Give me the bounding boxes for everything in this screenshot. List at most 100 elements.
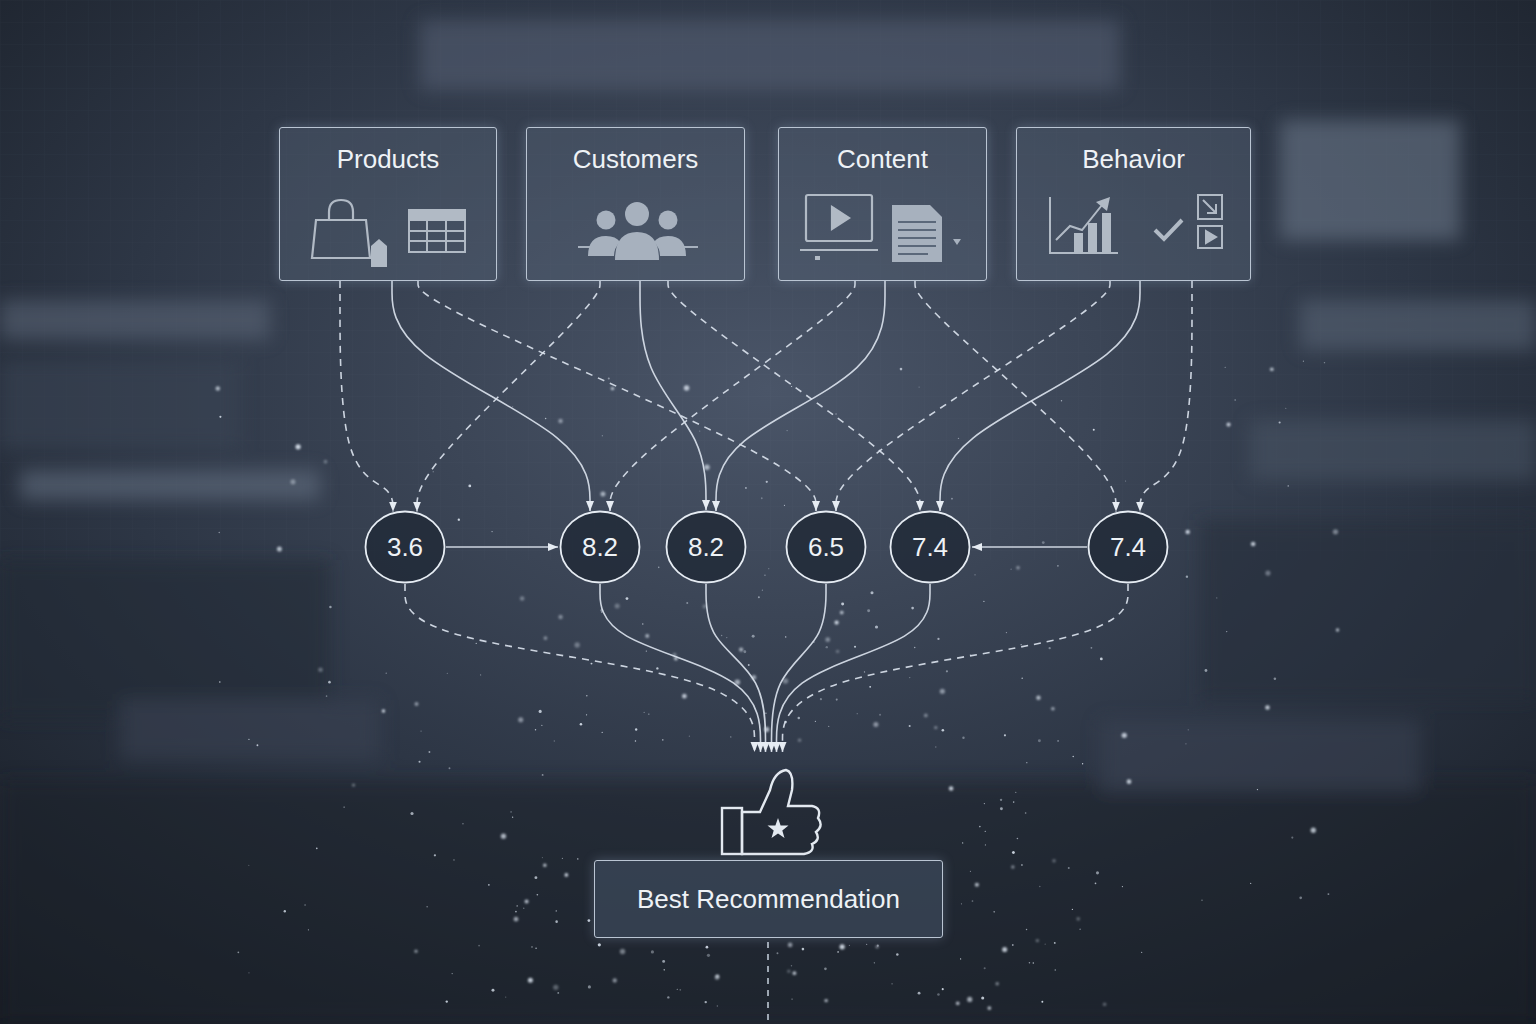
particle — [766, 481, 768, 483]
score-value: 7.4 — [912, 532, 948, 562]
particle — [918, 992, 921, 995]
particle — [956, 1002, 960, 1006]
particle — [414, 950, 417, 953]
category-box: Products — [279, 127, 497, 281]
flow-connector — [1140, 281, 1192, 512]
particle — [586, 714, 587, 715]
particle — [937, 993, 940, 996]
particle — [433, 471, 434, 472]
particle — [679, 989, 681, 991]
particle — [326, 695, 328, 697]
particle — [343, 806, 344, 807]
particle — [745, 487, 747, 489]
particle — [428, 751, 430, 753]
particle — [591, 663, 593, 665]
particle — [972, 900, 974, 902]
particle — [328, 681, 331, 684]
particle — [1185, 530, 1189, 534]
decor-rect — [0, 560, 330, 720]
particle — [505, 996, 506, 997]
particle — [914, 647, 916, 649]
particle — [478, 945, 480, 947]
particle — [1226, 422, 1230, 426]
particle — [219, 416, 221, 418]
particle — [1068, 867, 1070, 869]
particle — [410, 812, 413, 815]
particle — [1026, 762, 1027, 763]
particle — [870, 591, 873, 594]
particle — [949, 786, 954, 791]
particle — [875, 945, 878, 948]
particle — [797, 717, 800, 720]
particle — [553, 985, 558, 990]
particle — [1039, 886, 1041, 888]
particle — [515, 911, 517, 913]
score-value: 8.2 — [688, 532, 724, 562]
particle — [651, 950, 654, 953]
particle — [946, 670, 948, 672]
particle — [826, 646, 828, 648]
particle — [776, 952, 778, 954]
particle — [216, 386, 221, 391]
particle — [1072, 756, 1073, 757]
particle — [329, 606, 331, 608]
particle — [1000, 807, 1003, 810]
box-frame: Content — [778, 127, 987, 281]
particle — [1336, 628, 1339, 631]
particle — [1017, 838, 1019, 840]
particle — [1265, 570, 1270, 575]
particle — [707, 954, 710, 957]
particle — [934, 726, 937, 729]
box-frame: Customers — [526, 127, 745, 281]
category-box: Customers — [526, 127, 745, 281]
flow-connector — [777, 584, 931, 752]
particle — [900, 368, 903, 371]
particle — [663, 969, 665, 971]
particle — [248, 739, 249, 740]
particle — [1257, 789, 1258, 790]
particle — [658, 567, 660, 569]
particle — [824, 967, 827, 970]
particle — [975, 883, 979, 887]
flow-connector — [772, 584, 827, 752]
flow-connector — [340, 281, 393, 512]
flow-connector — [392, 281, 590, 511]
particle — [418, 761, 420, 763]
particle — [555, 920, 558, 923]
particle — [452, 973, 453, 974]
particle — [705, 1001, 707, 1003]
score-circle: 6.5 — [785, 510, 867, 584]
score-value: 3.6 — [387, 532, 423, 562]
particle — [726, 637, 727, 638]
particle — [791, 965, 792, 966]
particle — [958, 438, 959, 439]
circle-shape — [366, 512, 445, 583]
circle-shape — [787, 512, 866, 583]
particle — [613, 978, 617, 982]
particle — [645, 634, 649, 638]
particle — [974, 574, 975, 575]
particle — [415, 702, 419, 706]
particle — [837, 951, 839, 953]
particle — [635, 740, 636, 741]
particle — [704, 464, 710, 470]
particle — [768, 568, 769, 569]
particle — [544, 636, 548, 640]
particle — [626, 597, 629, 600]
particle — [543, 864, 546, 867]
particle — [1251, 542, 1256, 547]
particle — [1311, 828, 1316, 833]
particle — [458, 519, 460, 521]
particle — [730, 736, 731, 737]
flow-connector — [972, 546, 1087, 548]
decor-rect — [1200, 520, 1536, 700]
particle — [762, 590, 763, 591]
particle — [308, 929, 309, 930]
particle — [1036, 695, 1040, 699]
particle — [1029, 962, 1031, 964]
particle — [1006, 632, 1007, 633]
particle — [1234, 399, 1236, 401]
particle — [602, 435, 603, 436]
particle — [828, 726, 829, 727]
particle — [1076, 917, 1080, 921]
